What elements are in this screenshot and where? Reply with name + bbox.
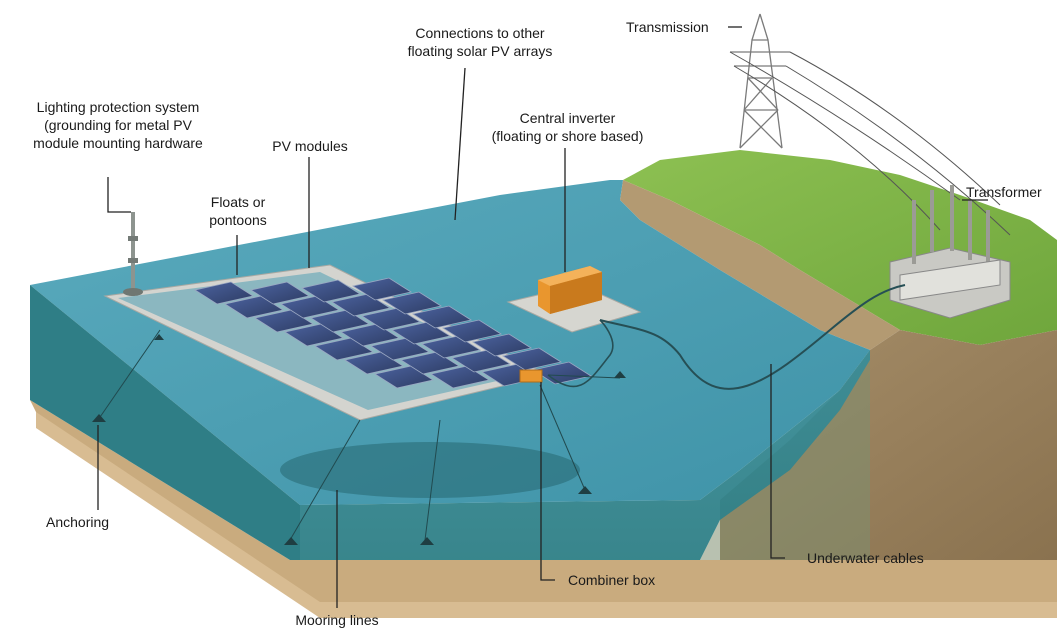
underwater-cable [599,284,906,390]
anchor-block-icon [92,334,626,545]
leader-lightning [107,177,131,213]
pv-module [381,291,443,315]
label-central-inverter: Central inverter (floating or shore base… [485,109,650,145]
transmission-tower-icon [730,13,790,149]
label-floats: Floats or pontoons [195,193,281,229]
label-transformer: Transformer [966,184,1042,200]
leader-combiner [540,382,555,581]
leader-underwater [770,364,785,559]
pv-module [351,277,413,301]
label-connections-line2: floating solar PV arrays [407,43,553,59]
label-lightning-protection: Lighting protection system (grounding fo… [6,98,230,152]
central-inverter [506,266,642,333]
pv-modules [193,277,593,389]
label-connections-line1: Connections to other [415,25,545,41]
label-lightning-line2: (grounding for metal PV [44,117,192,133]
lakebed-block [30,400,1057,618]
water-body [30,285,300,560]
leader-lines [97,26,988,608]
label-transmission: Transmission [626,19,709,35]
mooring-lines [97,329,621,541]
pv-module [249,281,311,305]
power-lines [729,51,1011,236]
substation-icon [889,185,1011,319]
pv-module [300,279,362,303]
label-pv-modules: PV modules [272,138,348,154]
array-shadow [280,442,580,498]
label-inverter-line2: (floating or shore based) [491,128,644,144]
label-lightning-line1: Lighting protection system [36,99,200,115]
pv-module [193,281,255,305]
label-lightning-line3: module mounting hardware [33,135,203,151]
label-anchoring: Anchoring [46,514,110,530]
label-floats-line2: pontoons [209,212,267,228]
pv-module [441,319,503,343]
label-combiner-box: Combiner box [568,572,656,588]
floating-pv-array [103,264,593,421]
pv-module [531,361,593,385]
pv-module [411,305,473,329]
label-underwater-cables: Underwater cables [807,550,924,566]
combiner-box-icon [519,369,543,383]
label-mooring-lines: Mooring lines [295,612,379,628]
water-body-front [300,350,870,560]
pv-module [501,347,563,371]
pv-module [471,333,533,357]
label-floats-line1: Floats or [210,194,266,210]
leader-connections [454,67,466,221]
label-inverter-line1: Central inverter [519,110,616,126]
lightning-rod [123,212,143,296]
label-connections: Connections to other floating solar PV a… [380,24,580,60]
